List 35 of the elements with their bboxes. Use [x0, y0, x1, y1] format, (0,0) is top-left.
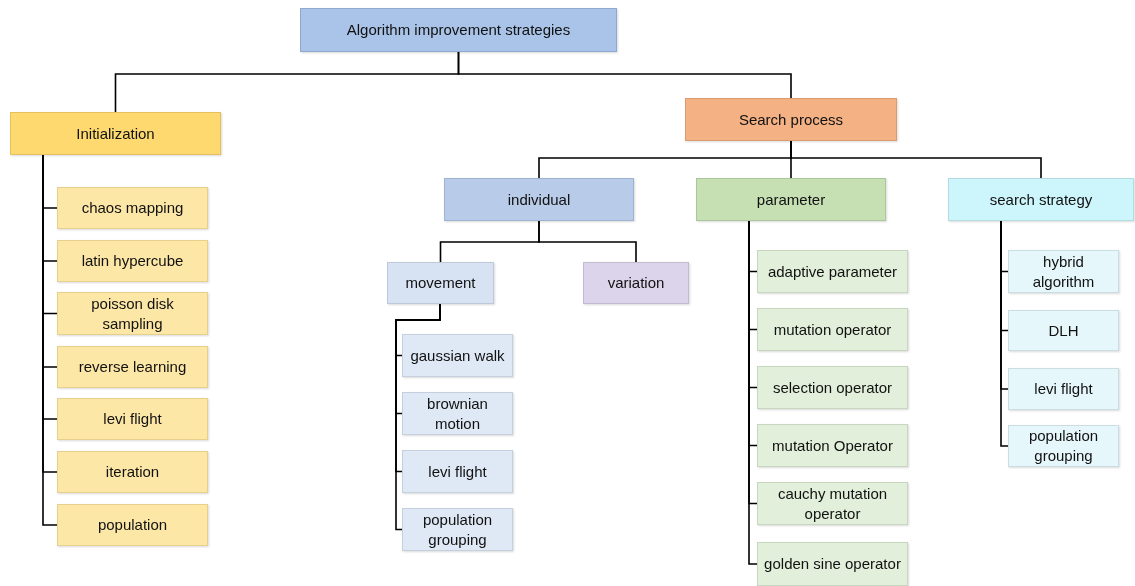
- category-box: poisson disk sampling: [57, 292, 208, 335]
- category-box: mutation Operator: [757, 424, 908, 467]
- category-box: hybrid algorithm: [1008, 250, 1119, 293]
- category-box: search strategy: [948, 178, 1134, 221]
- connector-line: [395, 303, 441, 531]
- category-box: levi flight: [57, 398, 208, 440]
- category-box: DLH: [1008, 310, 1119, 351]
- category-box: levi flight: [1008, 368, 1119, 410]
- connector-line: [748, 220, 758, 565]
- category-box: chaos mapping: [57, 187, 208, 229]
- category-box: latin hypercube: [57, 240, 208, 282]
- category-box: variation: [583, 262, 689, 304]
- connector-line: [538, 220, 637, 263]
- category-box: brownian motion: [402, 392, 513, 435]
- category-box: Algorithm improvement strategies: [300, 8, 617, 52]
- connector-line: [457, 51, 792, 99]
- category-box: gaussian walk: [402, 334, 513, 377]
- category-box: adaptive parameter: [757, 250, 908, 293]
- category-box: reverse learning: [57, 346, 208, 388]
- connector-line: [790, 140, 1042, 179]
- connector-line: [1000, 220, 1009, 447]
- category-box: mutation operator: [757, 308, 908, 351]
- category-box: levi flight: [402, 450, 513, 493]
- category-box: population: [57, 504, 208, 546]
- category-box: individual: [444, 178, 634, 221]
- category-box: population grouping: [402, 508, 513, 551]
- category-box: population grouping: [1008, 425, 1119, 467]
- category-box: Initialization: [10, 112, 221, 155]
- category-box: cauchy mutation operator: [757, 482, 908, 525]
- category-box: golden sine operator: [757, 542, 908, 586]
- category-box: parameter: [696, 178, 886, 221]
- category-box: movement: [387, 262, 494, 304]
- category-box: Search process: [685, 98, 897, 141]
- category-box: selection operator: [757, 366, 908, 409]
- category-box: iteration: [57, 451, 208, 493]
